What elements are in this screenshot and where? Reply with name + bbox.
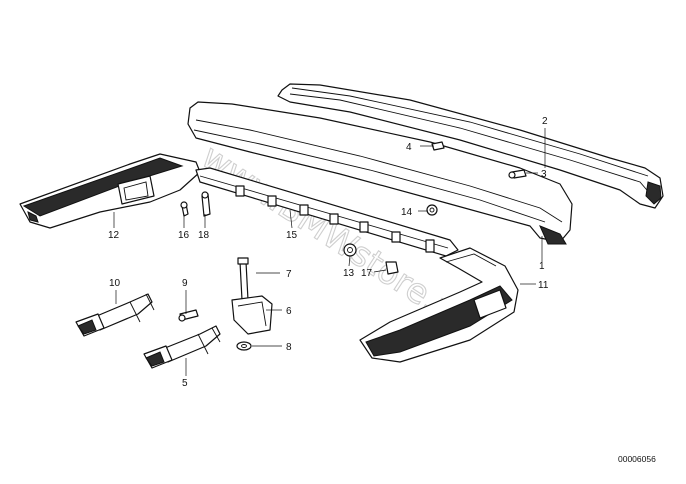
callout-14: 14 [401, 207, 413, 218]
callout-6: 6 [286, 306, 292, 317]
callout-13: 13 [343, 268, 355, 279]
callout-16: 16 [178, 230, 190, 241]
fastener-17-clip [385, 261, 399, 275]
fastener-13-nut [343, 243, 357, 257]
callout-5: 5 [182, 378, 188, 389]
callout-8: 8 [286, 342, 292, 353]
part-5-impact-absorber [143, 325, 221, 369]
diagram-id: 00006056 [618, 454, 656, 464]
leader-lines [113, 128, 546, 376]
callout-18: 18 [198, 230, 210, 241]
callout-17: 17 [361, 268, 373, 279]
fastener-18-bolt [201, 191, 211, 217]
fastener-14-nut [426, 204, 438, 216]
part-15-bracket-rail [195, 167, 459, 257]
part-8-washer [236, 341, 252, 351]
callout-10: 10 [109, 278, 121, 289]
fastener-16-screw [180, 201, 189, 217]
part-12-left-corner [19, 153, 201, 229]
part-2-bumper-strip [277, 83, 664, 209]
callout-3: 3 [541, 169, 547, 180]
callout-1: 1 [539, 261, 545, 272]
callout-7: 7 [286, 269, 292, 280]
callout-4: 4 [406, 142, 412, 153]
part-11-right-corner [359, 247, 519, 363]
callouts: 2 4 3 14 1 11 12 16 18 15 13 17 7 6 8 9 … [108, 116, 549, 389]
part-10-impact-absorber [75, 293, 155, 337]
part-1-bumper-bar [187, 101, 573, 245]
callout-15: 15 [286, 230, 298, 241]
callout-12: 12 [108, 230, 120, 241]
part-7-bolt [237, 257, 249, 301]
callout-9: 9 [182, 278, 188, 289]
fastener-4-clip [431, 141, 445, 151]
part-9-bolt [178, 309, 199, 322]
part-6-bracket [231, 295, 273, 335]
callout-2: 2 [542, 116, 548, 127]
fastener-3-screw [508, 169, 527, 179]
callout-11: 11 [538, 280, 549, 291]
